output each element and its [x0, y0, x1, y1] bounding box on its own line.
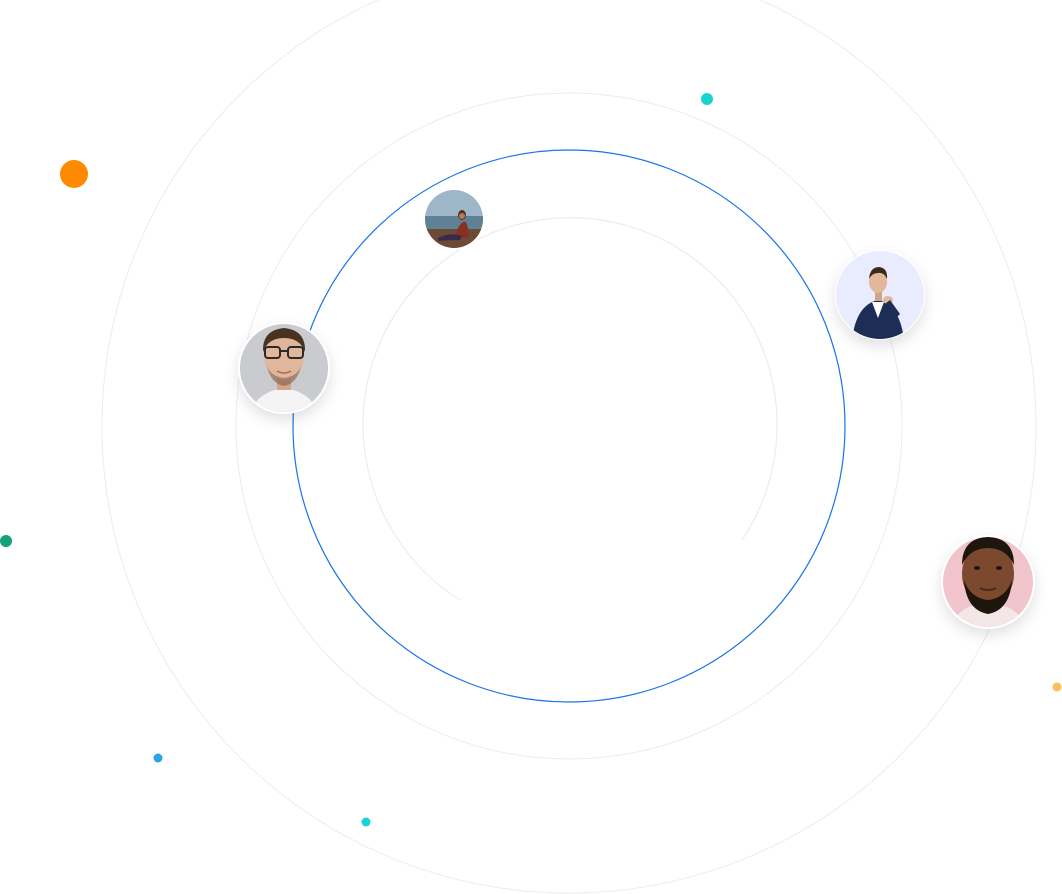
- orange-dot: [60, 160, 88, 188]
- avatar-man-beard: [941, 535, 1035, 629]
- middle-ring: [235, 92, 903, 760]
- avatar-woman-beach: [423, 188, 485, 250]
- inner-arc: [362, 217, 778, 601]
- outer-ring: [101, 0, 1037, 894]
- accent-ring: [292, 149, 846, 703]
- teal-dot-bottom: [361, 817, 371, 827]
- teal-dot-top: [701, 93, 713, 105]
- yellow-dot: [1052, 682, 1062, 692]
- sky: [425, 190, 483, 220]
- orbit-rings: [101, 0, 1037, 894]
- blue-dot: [153, 753, 163, 763]
- sea: [425, 216, 483, 230]
- green-dot: [0, 535, 12, 547]
- decorative-dots: [0, 93, 1062, 827]
- avatar-man-thinking: [835, 250, 925, 340]
- avatar-man-glasses: [238, 322, 330, 414]
